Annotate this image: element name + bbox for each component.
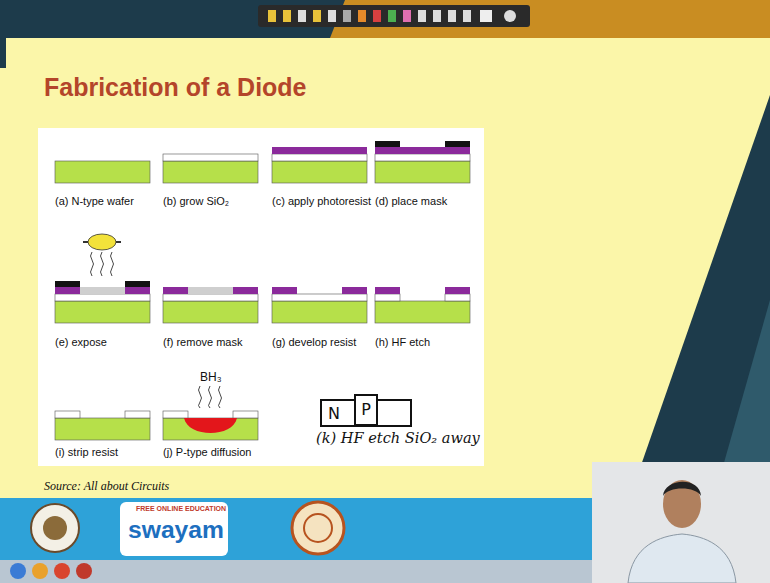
step-caption: (g) develop resist bbox=[272, 336, 356, 348]
slide-title: Fabrication of a Diode bbox=[44, 74, 307, 102]
step-caption: (c) apply photoresist bbox=[272, 195, 371, 207]
logo-tagline: FREE ONLINE EDUCATION bbox=[136, 505, 226, 513]
step-c-photoresist bbox=[272, 147, 367, 183]
toolbar bbox=[258, 5, 530, 27]
n-region-box: NP bbox=[320, 399, 412, 427]
step-e-expose bbox=[55, 234, 150, 323]
step-caption: (a) N-type wafer bbox=[55, 195, 134, 207]
gas-label: BH₃ bbox=[200, 371, 222, 384]
step-caption: (b) grow SiO₂ bbox=[163, 195, 229, 207]
logo-text: swayam bbox=[128, 516, 224, 543]
step-caption: (h) HF etch bbox=[375, 336, 430, 348]
step-j-diffusion bbox=[163, 386, 258, 440]
step-caption: (e) expose bbox=[55, 336, 107, 348]
source-note: Source: All about Circuits bbox=[44, 480, 169, 493]
step-d-mask bbox=[375, 141, 470, 183]
handwritten-note: (k) HF etch SiO₂ away bbox=[316, 430, 480, 446]
step-g-develop bbox=[272, 287, 367, 323]
step-caption: (d) place mask bbox=[375, 195, 447, 207]
step-f-remove-mask bbox=[163, 287, 258, 323]
step-i-strip bbox=[55, 411, 150, 440]
figure-panel bbox=[38, 128, 484, 466]
p-region-box: P bbox=[354, 394, 378, 426]
presenter-video bbox=[592, 462, 770, 583]
step-h-hf-etch bbox=[375, 287, 470, 323]
step-a-wafer bbox=[55, 161, 150, 183]
region-letter: P bbox=[356, 396, 376, 418]
step-caption: (f) remove mask bbox=[163, 336, 242, 348]
step-b-oxide bbox=[163, 154, 258, 183]
step-caption: (i) strip resist bbox=[55, 446, 118, 458]
step-caption: (j) P-type diffusion bbox=[163, 446, 251, 458]
